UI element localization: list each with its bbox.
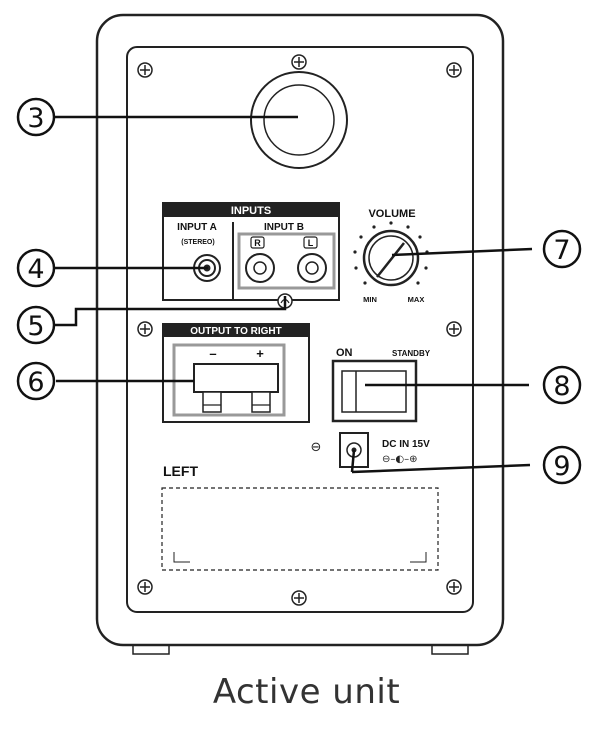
svg-text:6: 6 (27, 367, 44, 398)
screw-icon (137, 321, 153, 337)
callout-leaders (54, 115, 533, 474)
volume-label: VOLUME (368, 208, 415, 220)
output-header-bar (163, 324, 309, 337)
input-b-jack-r[interactable] (245, 253, 275, 283)
input-b-label: INPUT B (264, 222, 304, 233)
svg-text:4: 4 (27, 254, 44, 285)
inputs-header-bar (163, 203, 339, 217)
screw-icon (446, 321, 462, 337)
callout-7: 7 (542, 229, 582, 269)
volume-min-label: MIN (363, 295, 377, 304)
label-corner-left (173, 552, 190, 563)
screw-icons (137, 54, 462, 606)
output-header: OUTPUT TO RIGHT (190, 326, 281, 337)
volume-scale-dots (353, 221, 429, 285)
dc-in-label: DC IN 15V (382, 439, 430, 450)
bass-reflex-port (250, 71, 348, 169)
left-label: LEFT (163, 463, 198, 479)
figure-caption: Active unit (212, 672, 401, 712)
input-a-sub-label: (STEREO) (181, 239, 214, 246)
jack-l-badge (303, 236, 318, 249)
terminal-plus-label: + (256, 346, 264, 361)
label-corner-right (410, 552, 427, 563)
input-a-label: INPUT A (177, 222, 217, 233)
on-label: ON (336, 347, 353, 359)
polarity-symbol: ⊖–◐–⊕ (382, 454, 417, 465)
callout-5: 5 (16, 305, 56, 345)
callout-8: 8 (542, 365, 582, 405)
screw-icon (291, 54, 307, 70)
standby-label: STANDBY (392, 349, 431, 358)
leader-5 (55, 296, 287, 327)
svg-text:8: 8 (553, 371, 570, 402)
screw-icon (137, 579, 153, 595)
label-area-dashed (161, 487, 439, 571)
ground-symbol-label: ⊖ (311, 440, 322, 455)
svg-text:3: 3 (27, 103, 44, 134)
terminal-minus-label: – (209, 346, 216, 361)
leader-9b (351, 463, 531, 474)
screw-icon (291, 590, 307, 606)
power-switch[interactable] (331, 359, 418, 423)
volume-max-label: MAX (408, 295, 425, 304)
inputs-header: INPUTS (231, 205, 271, 217)
volume-knob[interactable] (362, 229, 420, 287)
leader-7 (391, 247, 533, 257)
jack-l-label: L (308, 238, 314, 248)
input-a-jack[interactable] (193, 254, 221, 282)
screw-icon (446, 579, 462, 595)
svg-text:5: 5 (27, 311, 44, 342)
input-b-frame (237, 232, 336, 290)
callout-9: 9 (542, 445, 582, 485)
screw-icon (446, 62, 462, 78)
speaker-terminal-connector[interactable] (193, 363, 279, 413)
jack-r-badge (250, 236, 265, 249)
leader-9a (350, 449, 356, 473)
callout-3: 3 (16, 97, 56, 137)
callout-4: 4 (16, 248, 56, 288)
screw-icon (137, 62, 153, 78)
callout-6: 6 (16, 361, 56, 401)
svg-text:7: 7 (553, 235, 570, 266)
jack-r-label: R (254, 238, 261, 248)
inputs-panel (162, 202, 340, 301)
input-b-jack-l[interactable] (297, 253, 327, 283)
svg-text:9: 9 (553, 451, 570, 482)
